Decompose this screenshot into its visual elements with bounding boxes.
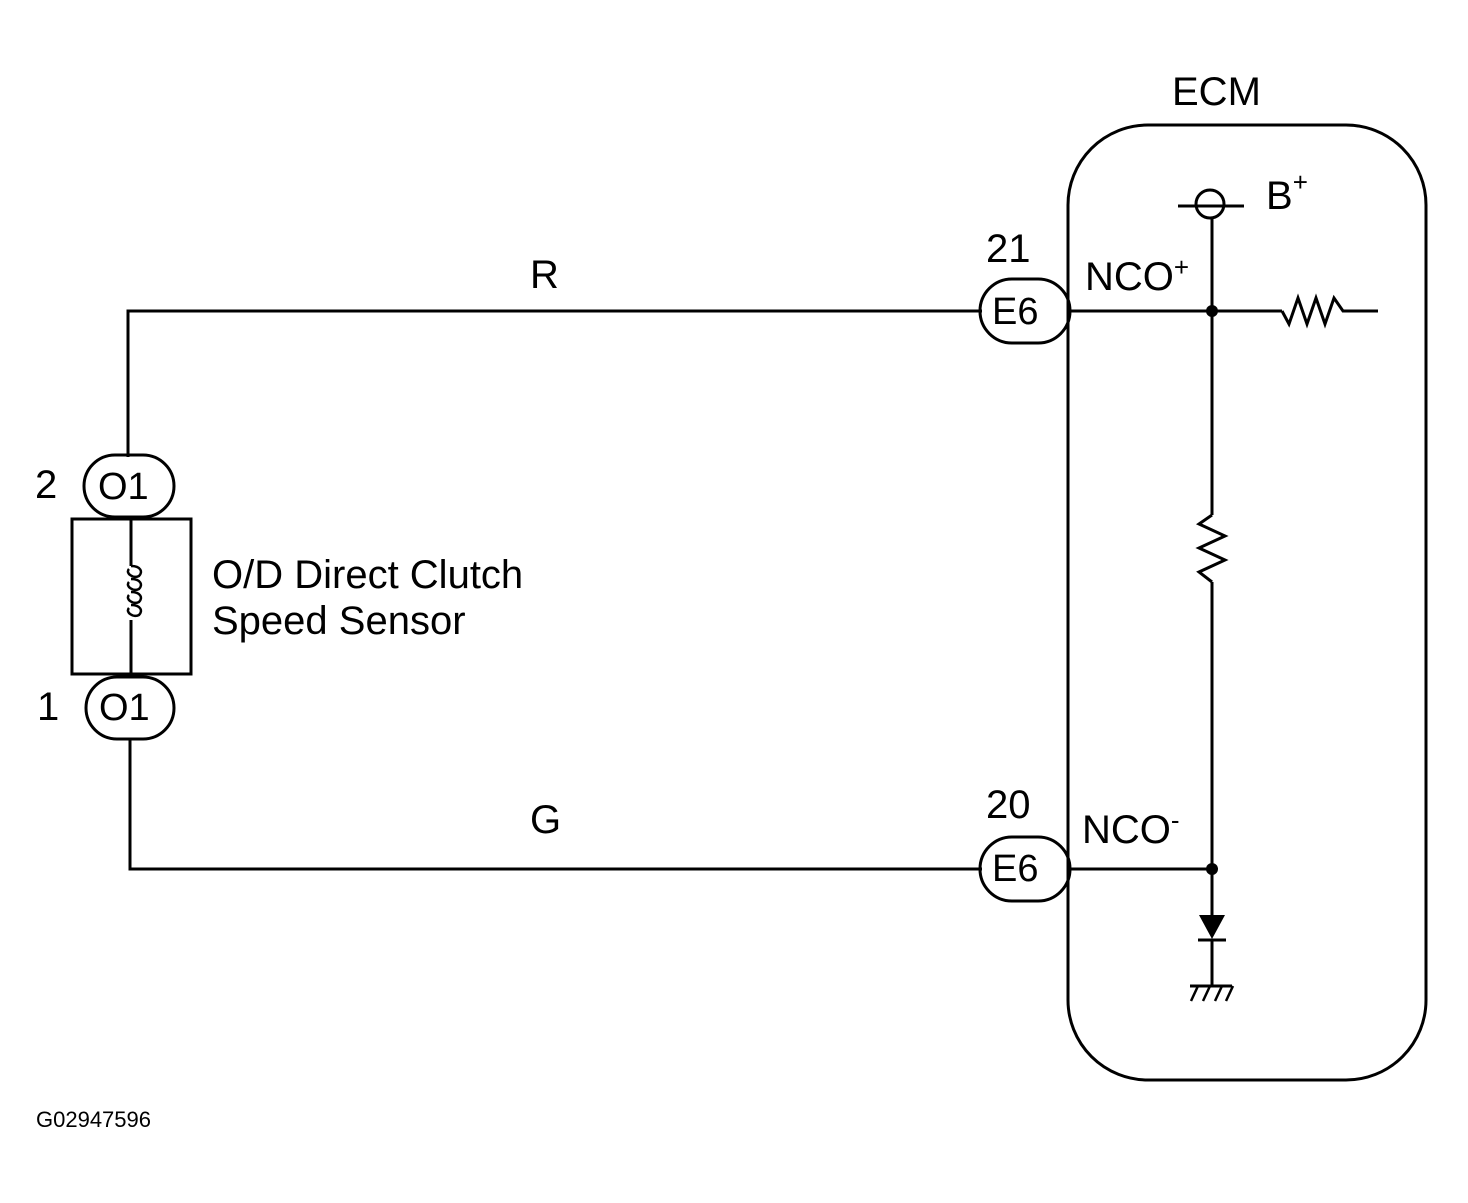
sensor-connector-bottom — [84, 675, 176, 741]
ecm-connector-top-label: E6 — [992, 291, 1038, 333]
ecm-box — [1066, 123, 1428, 1082]
ground-icon — [1189, 984, 1235, 1002]
sensor-pin-2-number: 2 — [35, 463, 57, 507]
coil-icon — [126, 564, 143, 617]
signal-nco-minus: NCO- — [1082, 805, 1180, 852]
ecm-pin-20-number: 20 — [986, 783, 1031, 827]
ecm-pin-21-number: 21 — [986, 227, 1031, 271]
signal-nco-plus: NCO+ — [1085, 252, 1189, 299]
sensor-name-line2: Speed Sensor — [212, 599, 466, 643]
wire-red-label: R — [530, 253, 559, 297]
sensor-connector-top — [82, 453, 176, 519]
power-label: B+ — [1266, 167, 1308, 218]
junction-bottom — [1206, 863, 1218, 875]
junction-top — [1206, 305, 1218, 317]
ecm-title: ECM — [1172, 70, 1261, 114]
ecm-connector-bottom-label: E6 — [992, 848, 1038, 890]
sensor-name-line1: O/D Direct Clutch — [212, 553, 523, 597]
wire-green — [128, 740, 982, 871]
resistor-vertical — [1195, 513, 1229, 584]
resistor-horizontal — [1280, 293, 1378, 329]
figure-code: G02947596 — [36, 1107, 151, 1132]
power-terminal-icon — [1194, 188, 1226, 220]
wire-red — [126, 309, 982, 457]
wire-green-label: G — [530, 798, 561, 842]
diode-icon — [1199, 915, 1225, 939]
sensor-connector-top-label: O1 — [98, 466, 149, 508]
sensor-pin-1-number: 1 — [37, 685, 59, 729]
sensor-connector-bottom-label: O1 — [99, 687, 150, 729]
